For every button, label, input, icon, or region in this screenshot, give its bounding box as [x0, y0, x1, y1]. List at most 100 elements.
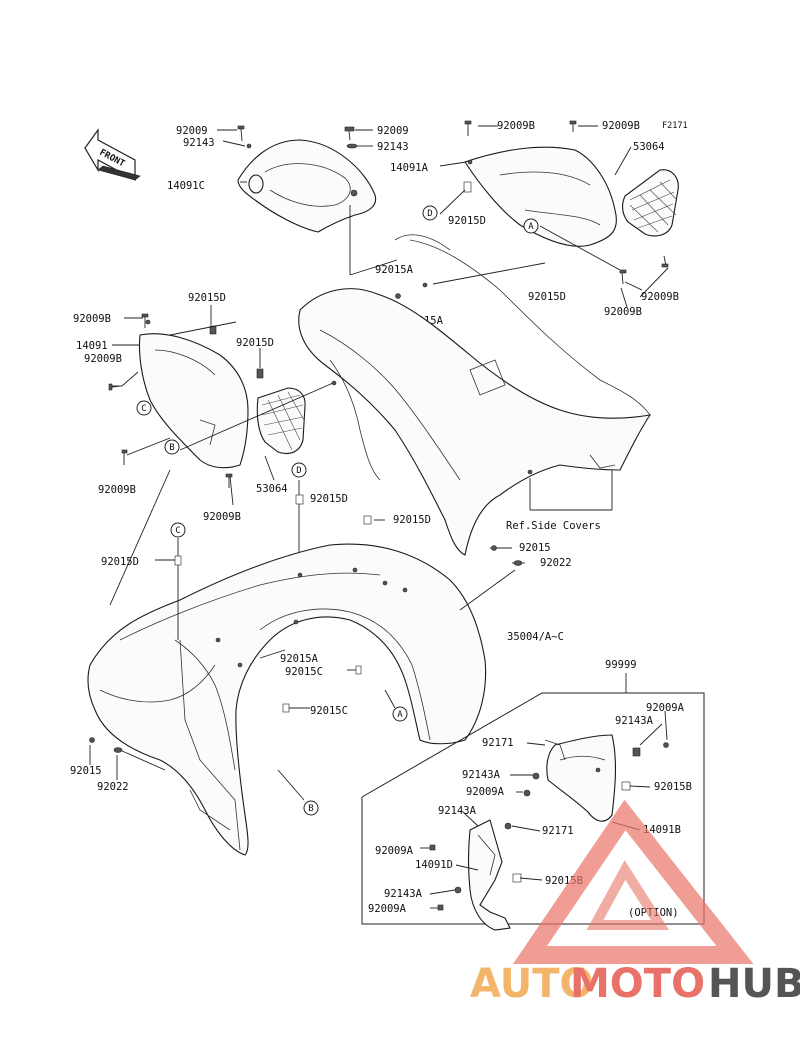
label-opt-92143a-a: 92143A: [615, 715, 654, 727]
mesh-grille-53064-top: [622, 169, 679, 237]
label-ref-side-covers: Ref.Side Covers: [506, 520, 601, 532]
ref-marker-d-top: D: [422, 205, 438, 221]
ref-marker-b-left: B: [164, 439, 180, 455]
label-92015a-a: 92015A: [375, 264, 414, 276]
label-92015-b: 92015: [70, 765, 102, 777]
clip-92015-b: [89, 737, 95, 743]
label-92009b-left: 92009B: [73, 313, 111, 325]
label-92015c-b: 92015C: [310, 705, 348, 717]
svg-text:B: B: [308, 804, 313, 814]
option-box: [361, 673, 705, 925]
label-92022-b: 92022: [97, 781, 129, 793]
bolt-92009b-top-c: [661, 255, 669, 268]
label-opt-14091b: 14091B: [643, 824, 681, 836]
label-92015a-c: 92015A: [280, 653, 319, 665]
label-92022-a: 92022: [540, 557, 572, 569]
diagram-code: F2171: [662, 121, 688, 131]
watermark-logo: AUTO MOTO HUB: [470, 799, 800, 1007]
label-92015d-left5: 92015D: [101, 556, 139, 568]
label-92015d-a: 92015D: [448, 215, 486, 227]
label-opt-92009a-a: 92009A: [646, 702, 685, 714]
watermark-auto: AUTO: [470, 961, 594, 1007]
label-53064-top: 53064: [633, 141, 665, 153]
clip-92015d-left: [209, 325, 217, 335]
label-92009b-d: 92009B: [604, 306, 642, 318]
ref-marker-d-mid: D: [291, 462, 307, 478]
watermark-hub: HUB: [708, 961, 800, 1007]
bolt-92009b-top-a: [464, 120, 472, 136]
label-99999: 99999: [605, 659, 637, 671]
label-92015d-left: 92015D: [188, 292, 226, 304]
label-opt-92015b-a: 92015B: [654, 781, 692, 793]
label-92009b-left3: 92009B: [98, 484, 136, 496]
cover-14091c: [237, 139, 377, 233]
rear-fender-35004: [87, 543, 487, 856]
bolt-92009b-left-c: [121, 449, 128, 465]
label-14091c: 14091C: [167, 180, 205, 192]
clip-92015d-mid2: [363, 515, 372, 525]
bolt-92009-left: [237, 125, 252, 149]
clip-92015d-left2: [256, 368, 264, 379]
option-mudflap-14091d: [467, 819, 511, 931]
svg-text:D: D: [427, 209, 432, 219]
label-92009b-left4: 92009B: [203, 511, 241, 523]
svg-text:D: D: [296, 466, 301, 476]
label-opt-92143a-c: 92143A: [438, 805, 477, 817]
label-opt-92171-a: 92171: [482, 737, 514, 749]
ref-marker-a-low: A: [392, 706, 408, 722]
label-92009-top-left: 92009: [176, 125, 208, 137]
label-92015-a: 92015: [519, 542, 551, 554]
watermark-moto: MOTO: [570, 961, 705, 1007]
clip-92015-a: [491, 545, 497, 551]
washer-92022-b: [113, 747, 123, 753]
label-92009-top-mid: 92009: [377, 125, 409, 137]
clip-92015d-left5: [174, 555, 182, 566]
ref-marker-c-left: C: [136, 400, 152, 416]
label-92015d-left2: 92015D: [236, 337, 274, 349]
option-mudflap-14091b: [544, 734, 617, 822]
label-opt-92009a-b: 92009A: [466, 786, 505, 798]
label-opt-92171-b: 92171: [542, 825, 574, 837]
label-opt-92143a-b: 92143A: [462, 769, 501, 781]
label-opt-92009a-d: 92009A: [368, 903, 407, 915]
label-92015c-a: 92015C: [285, 666, 323, 678]
label-92009b-b: 92009B: [602, 120, 640, 132]
label-opt-14091d: 14091D: [415, 859, 453, 871]
bolt-92009b-top-d: [619, 269, 627, 285]
ref-marker-b-low: B: [303, 800, 319, 816]
bolt-92009b-left-d: [225, 473, 233, 488]
cover-14091a: [464, 146, 617, 247]
washer-92022-a: [513, 560, 523, 566]
svg-text:C: C: [141, 404, 146, 414]
label-92009b-a: 92009B: [497, 120, 535, 132]
label-92015d-mid: 92015D: [310, 493, 348, 505]
svg-text:A: A: [528, 222, 534, 232]
bolt-92009b-left-b: [108, 383, 121, 391]
label-92015d-mid2: 92015D: [393, 514, 431, 526]
label-92009b-c: 92009B: [641, 291, 679, 303]
clip-92015d-mid: [295, 494, 304, 505]
bolt-92009b-left-a: [141, 313, 149, 328]
bolt-92009b-top-b: [569, 120, 577, 132]
svg-text:C: C: [175, 526, 180, 536]
label-92143-top-left: 92143: [183, 137, 215, 149]
clip-92015d-top: [463, 181, 472, 193]
label-opt-92009a-c: 92009A: [375, 845, 414, 857]
label-92143-top-mid: 92143: [377, 141, 409, 153]
label-35004: 35004/A~C: [507, 631, 564, 643]
svg-text:B: B: [169, 443, 174, 453]
front-arrow-icon: FRONT: [84, 128, 141, 182]
ref-marker-c-low: C: [170, 522, 186, 538]
label-92015d-b: 92015D: [528, 291, 566, 303]
label-14091: 14091: [76, 340, 108, 352]
ref-marker-a-top: A: [523, 218, 539, 234]
label-53064-left: 53064: [256, 483, 288, 495]
clip-92015c-b: [282, 703, 290, 713]
cover-14091-left: [138, 319, 249, 469]
front-fender-main: [298, 234, 652, 556]
option-clips: [420, 742, 669, 911]
label-opt-92143a-d: 92143A: [384, 888, 423, 900]
label-92009b-left2: 92009B: [84, 353, 122, 365]
mesh-grille-53064-left: [256, 387, 306, 455]
